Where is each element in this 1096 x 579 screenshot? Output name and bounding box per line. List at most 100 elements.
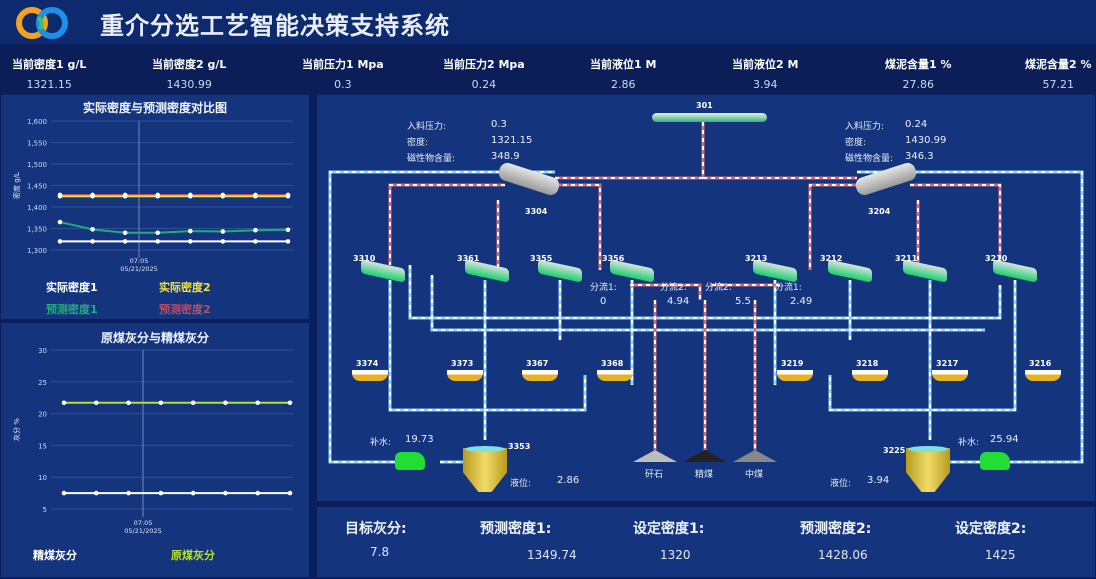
data-point[interactable]	[220, 193, 226, 199]
y-tick-label: 1,450	[27, 183, 47, 191]
legend-predicted-density-2[interactable]: 预测密度2	[159, 303, 211, 316]
metric-value: 1321.15	[26, 78, 72, 91]
data-point[interactable]	[61, 490, 67, 496]
split-label: 分流2:	[705, 283, 732, 293]
data-point[interactable]	[223, 400, 228, 406]
data-point[interactable]	[285, 193, 291, 199]
data-point[interactable]	[122, 230, 128, 236]
logo-icon	[16, 7, 68, 39]
data-point[interactable]	[93, 490, 99, 496]
data-point[interactable]	[155, 230, 161, 236]
data-point[interactable]	[57, 193, 63, 199]
data-point[interactable]	[126, 490, 131, 496]
legend-clean-coal-ash[interactable]: 精煤灰分	[33, 549, 77, 562]
data-point[interactable]	[285, 239, 291, 244]
data-point[interactable]	[187, 239, 193, 244]
split-value: 2.49	[790, 296, 813, 307]
product-label: 中煤	[745, 470, 764, 480]
data-point[interactable]	[285, 227, 291, 233]
data-point[interactable]	[126, 400, 131, 406]
right-density-value: 1430.99	[905, 135, 947, 146]
metric-item: 当前液位2 M 3.94	[732, 56, 798, 91]
tank-icon[interactable]	[1025, 370, 1061, 381]
screen-label: 3212	[820, 254, 843, 263]
tank-label: 3219	[781, 359, 804, 368]
data-point[interactable]	[253, 193, 258, 199]
y-tick-label: 20	[38, 411, 47, 419]
data-point[interactable]	[187, 228, 193, 234]
data-point[interactable]	[155, 239, 161, 244]
pump-icon[interactable]	[395, 452, 425, 470]
tank-label: 3216	[1029, 359, 1052, 368]
data-point[interactable]	[220, 239, 226, 244]
tank-label: 3374	[356, 359, 379, 368]
metric-item: 当前密度1 g/L 1321.15	[12, 56, 86, 91]
tank-icon[interactable]	[777, 370, 813, 381]
app-title: 重介分选工艺智能决策支持系统	[100, 12, 450, 40]
data-point[interactable]	[155, 193, 161, 199]
tank-icon[interactable]	[352, 370, 388, 381]
data-point[interactable]	[57, 239, 63, 244]
metric-item: 煤泥含量1 % 27.86	[885, 56, 952, 91]
data-point[interactable]	[255, 400, 261, 406]
series-line	[59, 221, 289, 234]
data-point[interactable]	[223, 490, 228, 496]
makeup-water-label: 补水:	[958, 438, 980, 448]
legend-actual-density-1[interactable]: 实际密度1	[46, 281, 98, 294]
data-point[interactable]	[190, 490, 196, 496]
tank-icon[interactable]	[522, 370, 558, 381]
screen-label: 3310	[353, 254, 376, 263]
y-tick-label: 1,550	[27, 140, 47, 148]
data-point[interactable]	[253, 227, 258, 233]
left-pressure-label: 入料压力:	[407, 122, 447, 132]
y-tick-label: 1,350	[27, 226, 47, 234]
metric-label: 当前密度2 g/L	[152, 58, 227, 71]
stats-panel	[316, 506, 1096, 578]
data-point[interactable]	[158, 490, 164, 496]
tank-label: 3217	[936, 359, 959, 368]
data-point[interactable]	[93, 400, 99, 406]
data-point[interactable]	[90, 239, 95, 244]
stat-label: 设定密度2:	[955, 521, 1027, 537]
data-point[interactable]	[287, 490, 293, 496]
tank-icon[interactable]	[852, 370, 888, 381]
sump-water-icon	[465, 446, 505, 452]
legend-predicted-density-1[interactable]: 预测密度1	[46, 303, 98, 316]
split-label: 分流1:	[775, 283, 802, 293]
data-point[interactable]	[190, 400, 196, 406]
stat-value: 1349.74	[527, 548, 577, 562]
pump-icon[interactable]	[980, 452, 1010, 470]
y-tick-label: 1,400	[27, 204, 47, 212]
data-point[interactable]	[122, 239, 128, 244]
data-point[interactable]	[61, 400, 67, 406]
data-point[interactable]	[187, 193, 193, 199]
data-point[interactable]	[220, 229, 226, 234]
density-chart[interactable]: 1,3001,3501,4001,4501,5001,5501,60007:05…	[1, 95, 311, 321]
process-diagram	[328, 122, 1084, 464]
data-point[interactable]	[253, 239, 258, 244]
data-point[interactable]	[90, 227, 95, 232]
screen-label: 3210	[985, 254, 1008, 263]
tank-icon[interactable]	[932, 370, 968, 381]
left-density-value: 1321.15	[491, 135, 533, 146]
stat-value: 1320	[660, 548, 691, 562]
x-tick-label: 05/21/2025	[120, 265, 157, 273]
data-point[interactable]	[90, 193, 95, 199]
data-point[interactable]	[57, 219, 63, 225]
level-label: 液位:	[510, 479, 532, 489]
cyclone-label: 3304	[525, 207, 548, 216]
level-value: 3.94	[867, 475, 890, 486]
data-point[interactable]	[158, 400, 164, 406]
data-point[interactable]	[287, 400, 293, 406]
conveyor-icon[interactable]	[652, 113, 767, 122]
cyclone-label: 3204	[868, 207, 891, 216]
legend-actual-density-2[interactable]: 实际密度2	[159, 281, 211, 294]
legend-raw-coal-ash[interactable]: 原煤灰分	[171, 549, 215, 562]
y-tick-label: 30	[38, 347, 47, 355]
split-label: 分流1:	[590, 283, 617, 293]
data-point[interactable]	[122, 193, 128, 199]
data-point[interactable]	[255, 490, 261, 496]
tank-icon[interactable]	[597, 370, 633, 381]
tank-icon[interactable]	[447, 370, 483, 381]
